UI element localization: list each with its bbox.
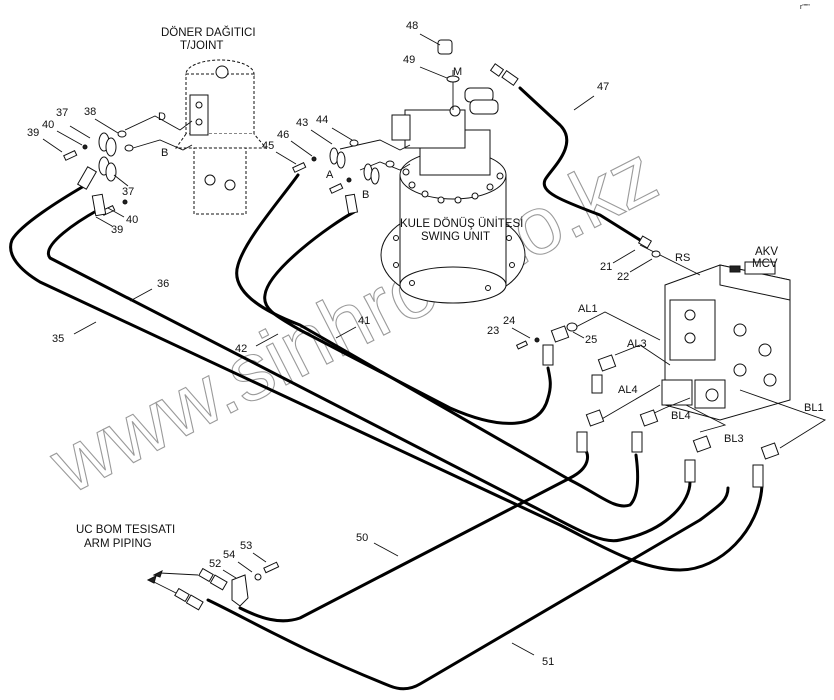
port-bl3-label: BL3 — [724, 433, 744, 445]
hose-36 — [46, 208, 692, 543]
port-b-swing-label: B — [362, 189, 369, 201]
port-al4-label: AL4 — [618, 384, 638, 396]
callout-43: 43 — [296, 117, 308, 129]
port-al1-line — [569, 311, 661, 341]
port-b-line — [132, 139, 193, 151]
callout-41: 41 — [358, 315, 370, 327]
port-al3-label: AL3 — [627, 338, 647, 350]
callout-23: 23 — [487, 325, 499, 337]
swing-unit — [380, 87, 526, 304]
hose-42 — [263, 210, 552, 425]
callout-53: 53 — [240, 540, 252, 552]
port-bl3-line — [685, 404, 727, 433]
port-bl1-label: BL1 — [804, 402, 824, 414]
callout-38: 38 — [84, 106, 96, 118]
port-al4-line — [599, 384, 661, 421]
port-al1-label: AL1 — [578, 303, 598, 315]
port-d-line — [124, 115, 193, 131]
port-rs-label: RS — [675, 252, 690, 264]
port-rs-line — [639, 244, 701, 276]
turning-joint — [175, 59, 268, 215]
callout-51: 51 — [542, 656, 554, 668]
mcv-elbow-fittings — [515, 235, 780, 488]
port-bl4-label: BL4 — [671, 410, 691, 422]
port-a-line — [339, 139, 411, 151]
callout-54: 54 — [223, 549, 235, 561]
callout-37-top: 37 — [56, 107, 68, 119]
mcv-label-en: MCV — [752, 258, 778, 270]
arm-piping-label-en: ARM PIPING — [84, 538, 152, 550]
callout-42: 42 — [235, 343, 247, 355]
tj-fittings — [63, 130, 134, 217]
hose-41 — [235, 173, 640, 508]
port-a-label: A — [326, 169, 334, 181]
callout-25: 25 — [585, 334, 597, 346]
callout-37-bottom: 37 — [122, 186, 134, 198]
swing-unit-label-tr: KULE DÖNÜŞ ÜNİTESİ — [400, 217, 523, 230]
hoses — [9, 86, 764, 691]
callout-22: 22 — [617, 271, 629, 283]
part-callouts: 37 38 40 39 37 40 39 45 46 43 44 48 49 4… — [27, 20, 653, 668]
port-b-tj-label: B — [161, 147, 168, 159]
hose-47 — [518, 86, 642, 242]
callout-40-bottom: 40 — [126, 214, 138, 226]
callout-21: 21 — [600, 261, 612, 273]
arm-piping-label-tr: UC BOM TESISATI — [76, 524, 175, 536]
corner-mark: r""" — [800, 4, 810, 11]
port-m-label: M — [453, 66, 462, 78]
arm-piping-fittings — [146, 561, 280, 611]
hose-35 — [9, 184, 764, 572]
callout-52: 52 — [209, 558, 221, 570]
turning-joint-label-tr: DÖNER DAĞITICI — [161, 26, 256, 39]
callout-40-top: 40 — [42, 119, 54, 131]
callout-47: 47 — [597, 81, 609, 93]
swing-bolts — [393, 168, 515, 291]
callout-39-top: 39 — [27, 127, 39, 139]
hose-50 — [238, 446, 589, 623]
mcv-label-tr: AKV — [755, 246, 778, 258]
callout-35: 35 — [52, 333, 64, 345]
callout-48: 48 — [406, 20, 418, 32]
port-d-label: D — [158, 111, 166, 123]
callout-45: 45 — [262, 140, 274, 152]
main-control-valve — [661, 261, 791, 421]
callout-36: 36 — [157, 278, 169, 290]
callout-44: 44 — [316, 114, 328, 126]
callout-50: 50 — [356, 532, 368, 544]
callout-49: 49 — [403, 54, 415, 66]
turning-joint-label-en: T/JOINT — [180, 40, 223, 52]
port-bl1-line — [739, 389, 827, 449]
swing-fittings — [292, 39, 519, 215]
port-al3-line — [614, 344, 671, 366]
hose-51 — [206, 486, 730, 691]
swing-unit-label-en: SWING UNIT — [421, 231, 490, 243]
callout-39-bottom: 39 — [111, 224, 123, 236]
callout-24: 24 — [503, 315, 515, 327]
callout-46: 46 — [277, 129, 289, 141]
